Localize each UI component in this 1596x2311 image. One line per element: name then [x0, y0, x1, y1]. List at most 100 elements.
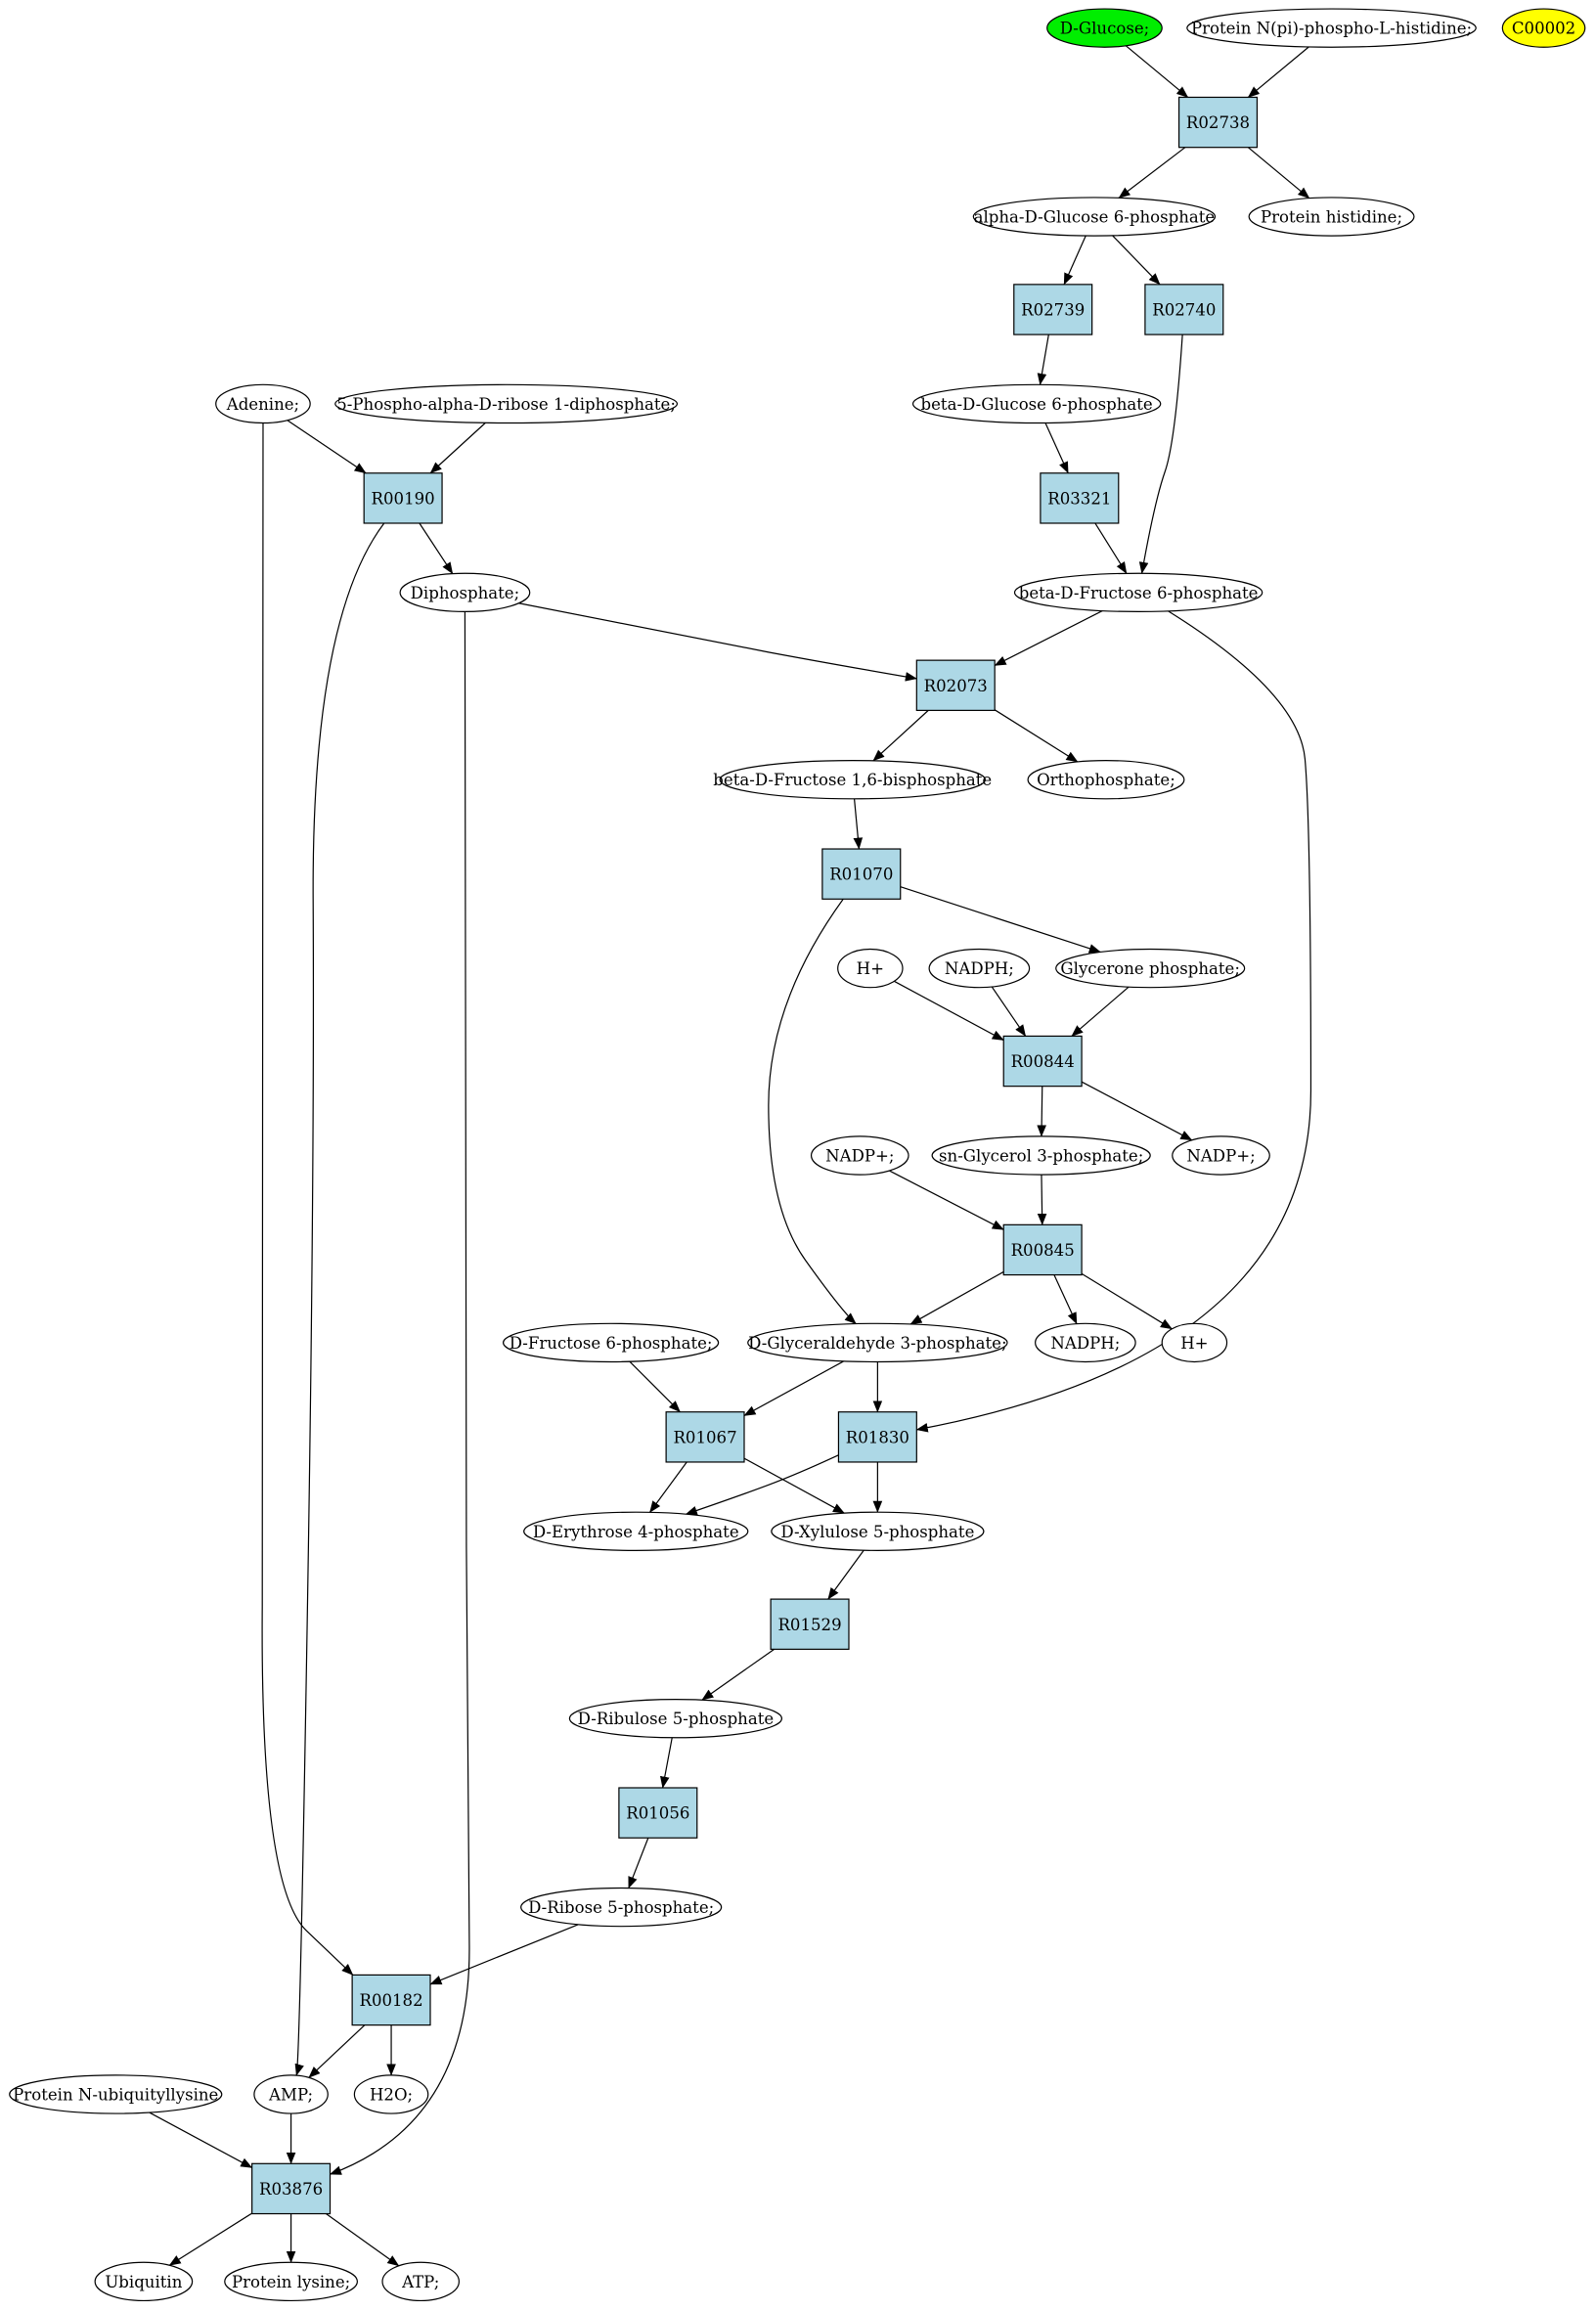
compound-node-x5p[interactable]: D-Xylulose 5-phosphate: [771, 1511, 985, 1551]
edge-ag6p-to-R02740: [1112, 235, 1161, 286]
node-layer: D-Glucose; Protein N(pi)-phospho-L-histid…: [9, 8, 1586, 2302]
reaction-node-r00844[interactable]: R00844: [1002, 1035, 1083, 1088]
compound-node-prpp[interactable]: 5-Phospho-alpha-D-ribose 1-diphosphate;: [334, 383, 679, 424]
compound-ellipse: [911, 383, 1162, 424]
compound-node-ag6p[interactable]: alpha-D-Glucose 6-phosphate: [972, 197, 1217, 237]
reaction-node-r02740[interactable]: R02740: [1144, 284, 1224, 335]
reaction-node-r00845[interactable]: R00845: [1002, 1223, 1083, 1276]
compound-ellipse: [747, 1322, 1008, 1363]
compound-node-nadp_b[interactable]: NADP+;: [1172, 1135, 1270, 1176]
reaction-box: [665, 1411, 745, 1463]
compound-ellipse: [719, 760, 986, 800]
compound-label: Protein N-ubiquityllysine: [13, 2085, 218, 2104]
compound-node-gap[interactable]: D-Glyceraldehyde 3-phosphate;: [747, 1322, 1008, 1363]
edge-x5p-to-R01529: [827, 1549, 864, 1600]
compound-node-hplus2[interactable]: H+: [1161, 1322, 1228, 1363]
reaction-node-r03321[interactable]: R03321: [1040, 472, 1120, 524]
compound-node-phospho_his[interactable]: Protein N(pi)-phospho-L-histidine;: [1186, 8, 1477, 48]
reaction-box: [1013, 284, 1093, 335]
reaction-label: R01529: [777, 1616, 841, 1634]
compound-label: D-Xylulose 5-phosphate: [780, 1523, 974, 1541]
reaction-node-r01070[interactable]: R01070: [821, 848, 902, 900]
compound-ellipse: [502, 1322, 720, 1363]
edge-R01070-to-gap: [768, 898, 857, 1325]
compound-label: C00002: [1512, 20, 1575, 38]
compound-node-r5p[interactable]: D-Ribose 5-phosphate;: [520, 1887, 723, 1928]
reaction-node-r02738[interactable]: R02738: [1177, 96, 1259, 149]
compound-ellipse: [334, 383, 679, 424]
compound-label: Ubiquitin: [105, 2273, 182, 2291]
compound-node-nadp_a[interactable]: NADP+;: [810, 1135, 909, 1176]
compound-label: Adenine;: [226, 395, 299, 414]
compound-ellipse: [224, 2261, 359, 2302]
edge-R03321-to-bf6p: [1094, 522, 1128, 574]
compound-ellipse: [1035, 1322, 1136, 1363]
compound-ellipse: [1046, 8, 1163, 48]
compound-node-bg6p[interactable]: beta-D-Glucose 6-phosphate: [911, 383, 1162, 424]
edge-diphosphate-to-R02073: [518, 602, 917, 682]
edge-R02073-to-f16bp: [872, 709, 929, 762]
compound-node-hplus1[interactable]: H+: [837, 948, 904, 989]
edge-R02740-to-bf6p: [1138, 334, 1183, 574]
reaction-node-r02739[interactable]: R02739: [1013, 284, 1093, 335]
compound-label: D-Glucose;: [1060, 20, 1150, 38]
compound-ellipse: [1013, 572, 1264, 613]
compound-node-amp[interactable]: AMP;: [253, 2074, 329, 2114]
compound-node-g3p_sn[interactable]: sn-Glycerol 3-phosphate;: [931, 1135, 1151, 1176]
compound-node-ru5p[interactable]: D-Ribulose 5-phosphate: [568, 1698, 783, 1739]
edge-R00845-to-hplus2: [1081, 1272, 1173, 1330]
reaction-node-r01830[interactable]: R01830: [837, 1411, 917, 1463]
edge-adenine-to-R00190: [287, 420, 367, 474]
compound-node-glucose[interactable]: D-Glucose;: [1046, 8, 1163, 48]
reaction-label: R00190: [372, 489, 435, 508]
edge-layer: [149, 45, 1312, 2267]
compound-node-e4p[interactable]: D-Erythrose 4-phosphate: [523, 1511, 749, 1551]
compound-label: beta-D-Glucose 6-phosphate: [921, 395, 1153, 414]
compound-node-diphosphate[interactable]: Diphosphate;: [399, 572, 531, 613]
reaction-node-r00182[interactable]: R00182: [351, 1974, 431, 2026]
edge-R01067-to-x5p: [743, 1457, 845, 1514]
reaction-node-r01529[interactable]: R01529: [770, 1598, 850, 1650]
edge-f16bp-to-R01070: [853, 798, 864, 850]
compound-node-adenine[interactable]: Adenine;: [215, 383, 311, 424]
compound-node-ub_lys[interactable]: Protein N-ubiquityllysine: [9, 2074, 223, 2114]
reaction-box: [1040, 472, 1120, 524]
compound-label: Glycerone phosphate;: [1060, 959, 1240, 978]
compound-ellipse: [568, 1698, 783, 1739]
compound-node-df6p[interactable]: D-Fructose 6-phosphate;: [502, 1322, 720, 1363]
reaction-label: R03321: [1047, 489, 1111, 508]
compound-label: Protein N(pi)-phospho-L-histidine;: [1191, 20, 1472, 38]
compound-node-ubiquitin[interactable]: Ubiquitin: [94, 2261, 194, 2302]
reaction-box: [363, 472, 443, 524]
compound-label: NADP+;: [1186, 1147, 1255, 1166]
compound-node-prot_lys[interactable]: Protein lysine;: [224, 2261, 359, 2302]
compound-label: NADPH;: [1050, 1334, 1120, 1353]
compound-node-f16bp[interactable]: beta-D-Fructose 1,6-bisphosphate: [713, 760, 992, 800]
compound-node-prot_his[interactable]: Protein histidine;: [1248, 197, 1415, 237]
reaction-label: R03876: [259, 2180, 323, 2199]
compound-node-nadph1[interactable]: NADPH;: [928, 948, 1031, 989]
edge-hplus1-to-R00844: [894, 980, 1004, 1042]
reaction-node-r01067[interactable]: R01067: [665, 1411, 745, 1463]
compound-ellipse: [353, 2074, 429, 2114]
reaction-label: R01070: [829, 866, 893, 884]
compound-node-bf6p[interactable]: beta-D-Fructose 6-phosphate: [1013, 572, 1264, 613]
reaction-label: R01056: [626, 1804, 689, 1823]
compound-label: Orthophosphate;: [1037, 771, 1175, 789]
reaction-node-r02073[interactable]: R02073: [915, 659, 996, 711]
compound-ellipse: [9, 2074, 223, 2114]
compound-label: H+: [857, 959, 884, 978]
compound-node-c00002[interactable]: C00002: [1501, 8, 1586, 48]
reaction-box: [1144, 284, 1224, 335]
compound-node-h2o[interactable]: H2O;: [353, 2074, 429, 2114]
reaction-node-r03876[interactable]: R03876: [251, 2162, 332, 2215]
compound-node-nadph2[interactable]: NADPH;: [1035, 1322, 1136, 1363]
reaction-node-r00190[interactable]: R00190: [363, 472, 443, 524]
reaction-label: R02739: [1021, 301, 1085, 320]
compound-node-atp[interactable]: ATP;: [381, 2261, 460, 2302]
compound-node-orthophosphate[interactable]: Orthophosphate;: [1027, 760, 1185, 800]
compound-node-dhap[interactable]: Glycerone phosphate;: [1055, 948, 1246, 989]
edge-R00845-to-nadph2: [1053, 1274, 1078, 1325]
reaction-node-r01056[interactable]: R01056: [618, 1787, 698, 1839]
